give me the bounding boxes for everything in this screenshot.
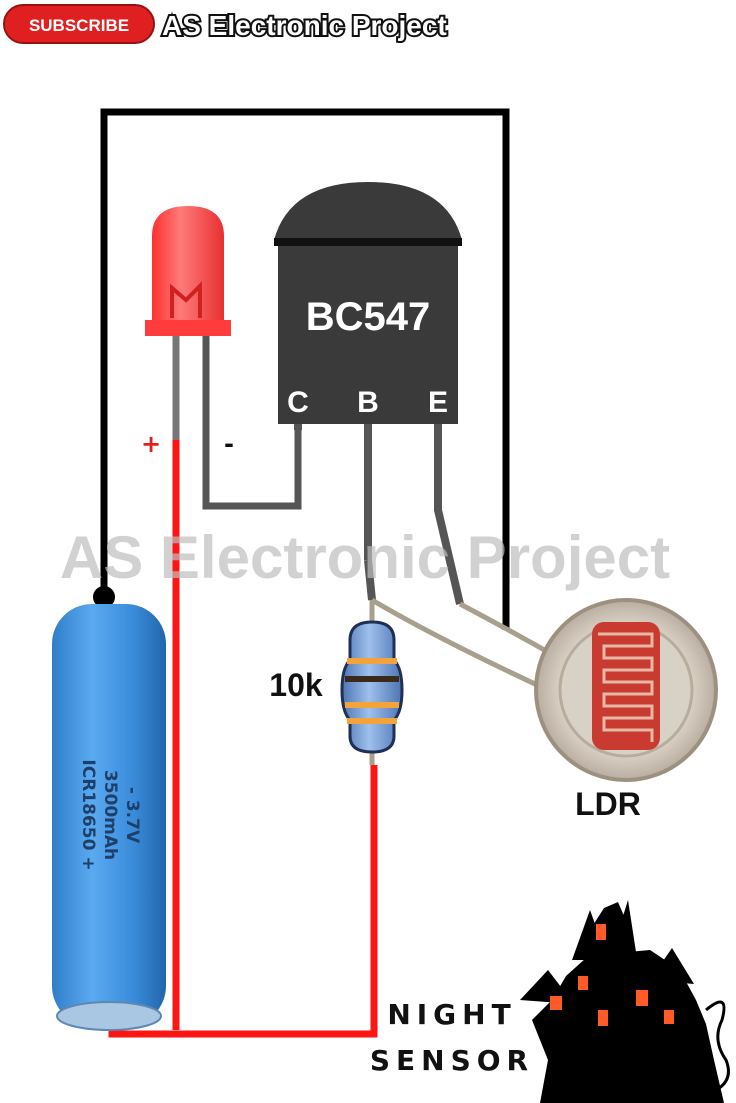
house-spire-3	[650, 948, 694, 984]
ldr-track-icon	[598, 632, 654, 742]
resistor-band-2	[345, 676, 399, 682]
house-roof-left	[520, 970, 574, 1004]
ldr-lead-1	[370, 597, 550, 693]
transistor-band	[274, 238, 462, 246]
resistor-band-3	[345, 702, 399, 708]
negative-wire	[100, 108, 510, 630]
house-spire-1	[572, 910, 608, 960]
pin-c-label: C	[287, 386, 309, 419]
resistor-band-1	[347, 658, 397, 664]
house-window-5	[598, 1010, 608, 1026]
channel-name: AS Electronic Project	[162, 10, 447, 41]
led-die-icon	[170, 281, 202, 318]
ldr-label: LDR	[575, 786, 641, 822]
resistor-label: 10k	[269, 667, 323, 703]
house-window-1	[596, 924, 606, 940]
title-line-2: SENSOR	[370, 1044, 534, 1077]
watermark: AS Electronic Project	[60, 524, 670, 591]
led-rim	[145, 320, 231, 336]
resistor-10k	[340, 600, 404, 765]
battery-label-3: ICR18650 +	[78, 759, 98, 870]
house-branch	[705, 1000, 730, 1092]
resistor-band-4	[347, 718, 397, 724]
subscribe-label: SUBSCRIBE	[29, 16, 129, 35]
battery-18650: - 3.7V 3500mAh ICR18650 +	[52, 604, 166, 1031]
battery-label-group: - 3.7V 3500mAh ICR18650 +	[78, 759, 142, 870]
red-led	[145, 206, 302, 510]
pin-b-label: B	[357, 386, 379, 419]
battery-terminal	[56, 1001, 162, 1031]
transistor-dome	[274, 182, 462, 240]
battery-label-1: - 3.7V	[122, 787, 142, 844]
transistor-body	[278, 246, 458, 424]
house-spire-2	[612, 900, 636, 952]
house-window-4	[636, 990, 648, 1006]
battery-label-2: 3500mAh	[100, 770, 120, 860]
house-window-3	[550, 996, 562, 1010]
ldr-sensor	[534, 598, 718, 782]
led-body	[152, 206, 224, 322]
battery-body	[52, 604, 166, 1026]
pin-e-label: E	[428, 386, 448, 419]
led-minus-label: -	[224, 430, 234, 458]
base-lead-bend	[364, 559, 376, 601]
subscribe-button-icon	[3, 4, 155, 44]
subscribe-button[interactable]: SUBSCRIBE	[3, 4, 155, 44]
title-line-1: NIGHT	[387, 998, 516, 1031]
bc547-transistor	[274, 182, 464, 605]
ldr-lead-2	[458, 601, 550, 655]
led-plus-label: +	[141, 430, 161, 458]
emitter-lead	[434, 424, 464, 605]
resistor-body	[340, 620, 404, 754]
transistor-part-label: BC547	[306, 295, 431, 339]
house-window-6	[664, 1010, 674, 1024]
house-window-2	[578, 976, 588, 990]
led-cathode-lead	[202, 336, 302, 510]
negative-wire-joint	[93, 586, 115, 608]
house-silhouette	[532, 902, 724, 1103]
haunted-house-icon	[520, 900, 730, 1103]
